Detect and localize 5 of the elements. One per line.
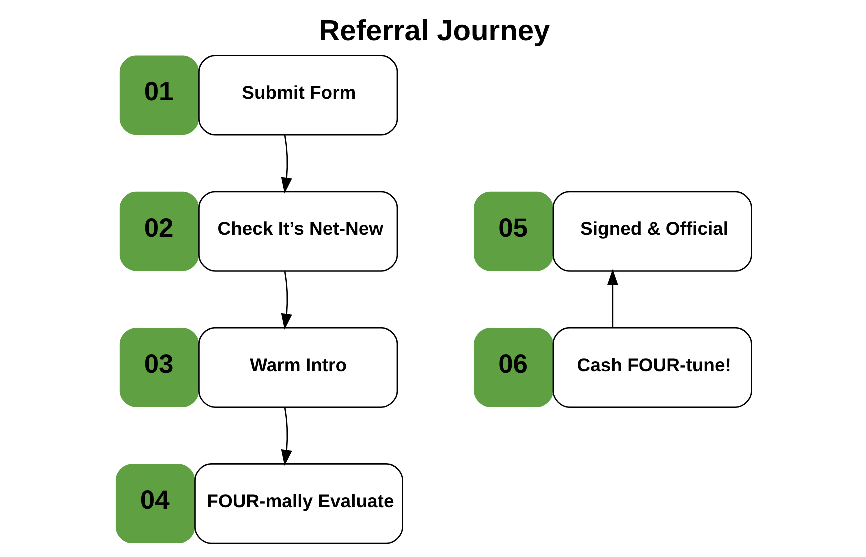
arrow: [280, 271, 292, 330]
arrow: [280, 408, 292, 466]
diagram-title: Referral Journey: [318, 16, 550, 48]
arrow: [280, 135, 292, 194]
arrow: [606, 270, 618, 328]
